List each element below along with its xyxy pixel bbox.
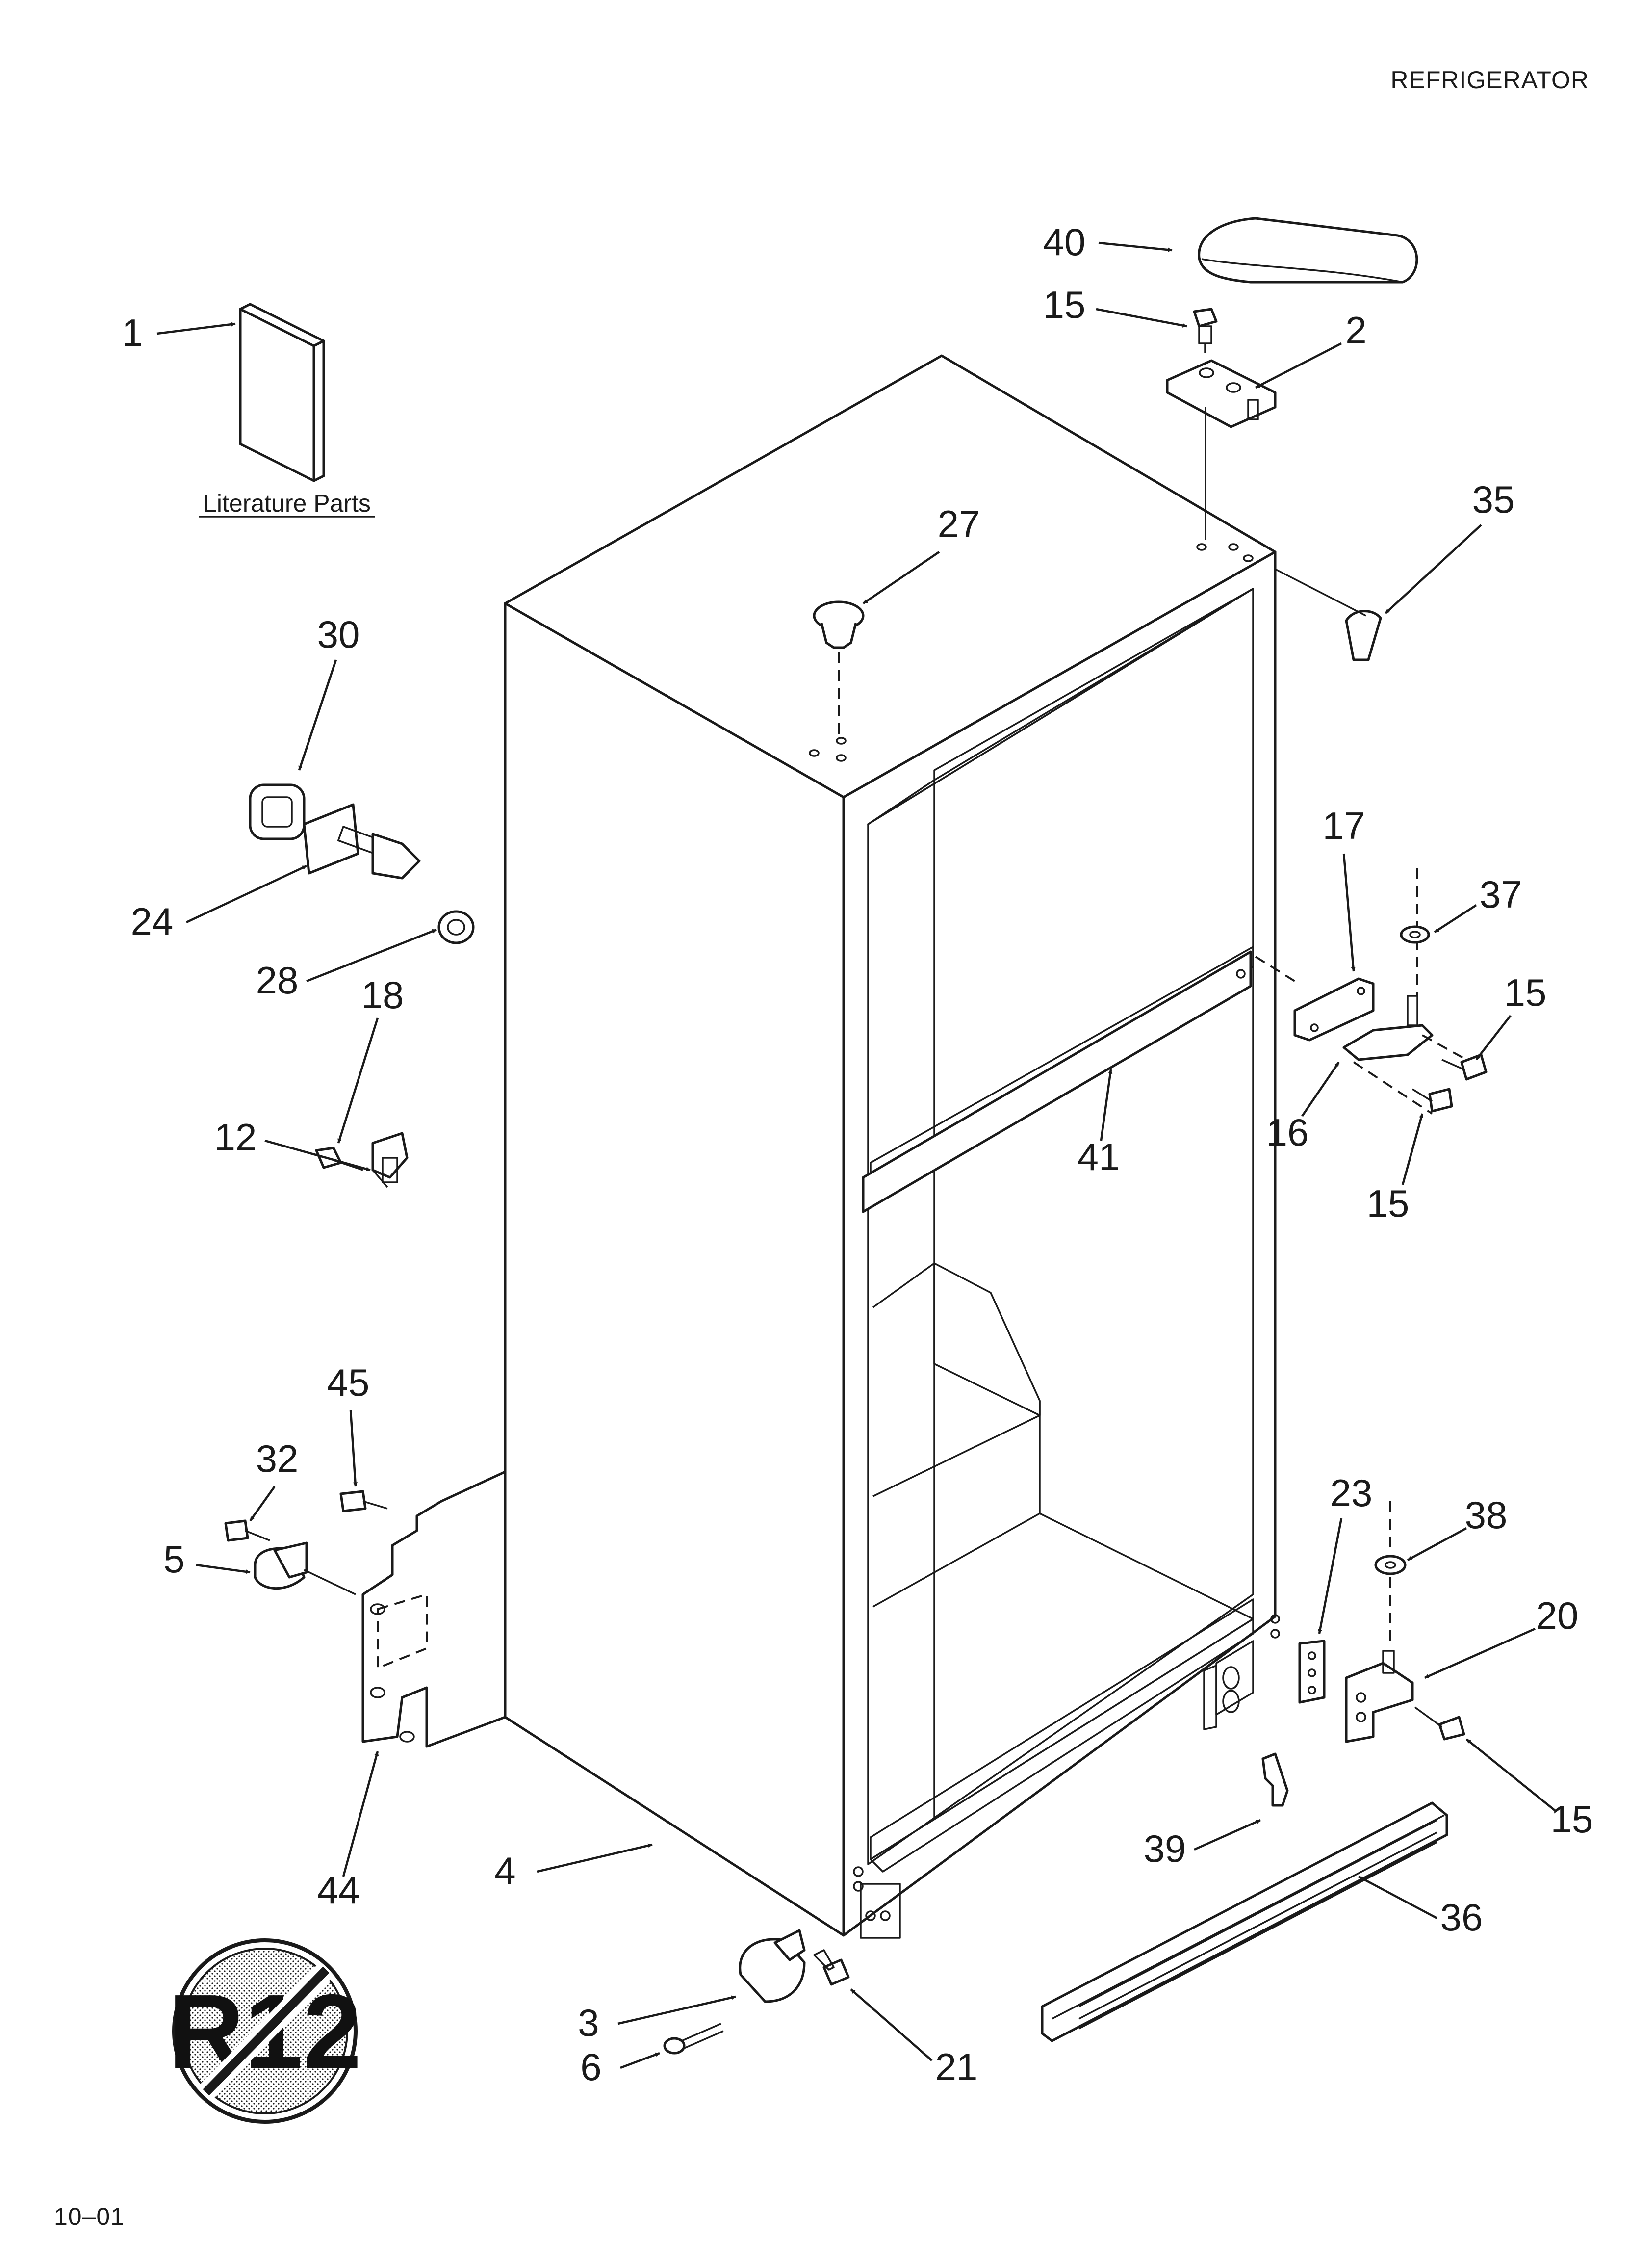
callout-number-1: 1 xyxy=(122,311,143,354)
callout-leader-17 xyxy=(1342,853,1356,972)
callout-number-4: 4 xyxy=(494,1849,515,1892)
callout-number-15: 15 xyxy=(1551,1798,1593,1841)
latch-24 xyxy=(303,803,421,880)
clip-12 xyxy=(371,1132,409,1188)
cover-plate-44 xyxy=(304,1470,507,1748)
callout-leader-5 xyxy=(196,1564,251,1574)
callout-leader-23 xyxy=(1318,1518,1343,1634)
grommet-28 xyxy=(437,910,475,944)
hinge-cover xyxy=(1198,217,1418,284)
callout-number-35: 35 xyxy=(1472,478,1515,521)
callout-leader-35 xyxy=(1385,524,1482,614)
callout-leader-41 xyxy=(1100,1069,1113,1141)
callout-leader-3 xyxy=(617,1995,736,2025)
callout-leader-2 xyxy=(1255,342,1342,389)
gasket-30 xyxy=(249,783,306,840)
clamp-5 xyxy=(254,1541,308,1590)
callout-leader-12 xyxy=(264,1139,371,1172)
callout-number-3: 3 xyxy=(578,2001,599,2044)
callout-number-2: 2 xyxy=(1345,309,1366,352)
hinge-shim xyxy=(1275,568,1382,661)
callout-number-32: 32 xyxy=(256,1437,299,1480)
hinge-20 xyxy=(1345,1650,1414,1743)
callout-number-5: 5 xyxy=(163,1538,184,1581)
callout-number-15: 15 xyxy=(1043,283,1086,326)
screw-15-right-lower xyxy=(1412,1088,1453,1113)
callout-number-12: 12 xyxy=(214,1116,257,1159)
callout-number-40: 40 xyxy=(1043,220,1086,263)
screw-21 xyxy=(813,1949,850,1986)
callout-number-21: 21 xyxy=(935,2045,978,2088)
callout-leader-36 xyxy=(1358,1876,1438,1919)
screw-32 xyxy=(224,1519,270,1542)
callout-leader-40 xyxy=(1098,241,1173,252)
hinge-bracket-17 xyxy=(1255,956,1375,1042)
callout-leader-37 xyxy=(1434,904,1477,933)
callout-leader-45 xyxy=(349,1410,358,1487)
callout-number-17: 17 xyxy=(1323,804,1365,847)
callout-leader-32 xyxy=(249,1486,276,1522)
literature-parts-label: Literature Parts xyxy=(203,490,371,517)
callout-number-15: 15 xyxy=(1367,1182,1410,1225)
callout-leader-6 xyxy=(620,2052,660,2069)
callout-number-38: 38 xyxy=(1465,1493,1508,1537)
literature-booklet xyxy=(239,303,325,482)
callout-number-20: 20 xyxy=(1536,1594,1579,1637)
callout-number-30: 30 xyxy=(317,613,360,656)
callout-number-44: 44 xyxy=(317,1869,360,1912)
callout-leader-18 xyxy=(337,1017,379,1144)
callout-number-15: 15 xyxy=(1504,971,1547,1014)
callout-number-41: 41 xyxy=(1078,1135,1120,1178)
callout-number-36: 36 xyxy=(1440,1896,1483,1939)
top-hinge xyxy=(1166,359,1277,428)
callout-leader-15 xyxy=(1475,1015,1512,1061)
callout-number-23: 23 xyxy=(1330,1471,1373,1514)
leveler-3 xyxy=(739,1929,806,2003)
callout-leader-24 xyxy=(186,864,307,924)
divider-bar xyxy=(862,950,1252,1213)
washer-38 xyxy=(1374,1501,1407,1648)
toe-grille xyxy=(1041,1801,1448,2042)
callout-number-18: 18 xyxy=(361,973,404,1017)
callout-number-16: 16 xyxy=(1266,1111,1309,1154)
footer-code: 10–01 xyxy=(54,2203,125,2230)
screw-45 xyxy=(339,1490,388,1512)
callout-number-37: 37 xyxy=(1480,873,1522,916)
cabinet-assembly xyxy=(504,354,1280,1939)
callout-leader-27 xyxy=(862,551,940,604)
top-plug xyxy=(813,600,865,736)
pin-6 xyxy=(663,2023,724,2055)
callout-number-24: 24 xyxy=(131,900,174,943)
screw-15-right-upper xyxy=(1441,1053,1488,1081)
callout-leader-38 xyxy=(1407,1527,1467,1561)
page-header-title: REFRIGERATOR xyxy=(1390,66,1589,94)
screw-15-bottom-hinge xyxy=(1414,1706,1465,1741)
callout-number-6: 6 xyxy=(580,2045,601,2088)
clip-39 xyxy=(1261,1752,1289,1807)
callout-leader-30 xyxy=(298,659,337,771)
shim-23 xyxy=(1298,1640,1326,1704)
hinge-screw-top xyxy=(1193,308,1218,353)
callout-leader-1 xyxy=(156,322,236,335)
callout-number-39: 39 xyxy=(1144,1827,1186,1870)
callout-leader-15 xyxy=(1401,1113,1424,1185)
callout-leader-16 xyxy=(1301,1061,1340,1117)
callout-leader-39 xyxy=(1194,1819,1261,1851)
no-r12-badge: R12 xyxy=(168,1938,361,2124)
callout-leader-15 xyxy=(1096,308,1187,328)
callout-leader-44 xyxy=(342,1751,379,1877)
callout-leader-28 xyxy=(306,928,437,983)
callout-leader-20 xyxy=(1424,1627,1536,1679)
callout-number-45: 45 xyxy=(327,1361,370,1404)
callout-number-27: 27 xyxy=(938,502,980,546)
callout-leader-21 xyxy=(850,1988,933,2061)
callout-leader-15 xyxy=(1465,1738,1556,1811)
callout-number-28: 28 xyxy=(256,959,299,1002)
washer-37 xyxy=(1400,925,1430,944)
callout-leader-4 xyxy=(537,1843,653,1873)
